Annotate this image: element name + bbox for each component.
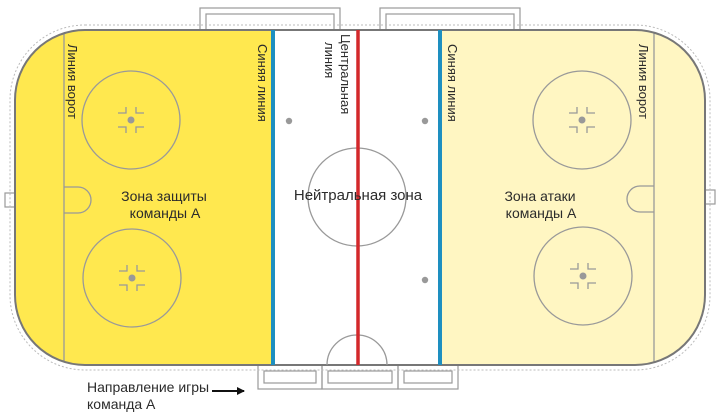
blue-line-left-label: Синяя линия — [255, 44, 270, 122]
faceoff-circle-right-top — [532, 70, 632, 170]
faceoff-circle-left-bottom — [82, 228, 182, 328]
center-line-label-1: Центральная — [338, 34, 353, 114]
faceoff-circle-left-top — [81, 70, 181, 170]
neutral-dot-right-bottom — [421, 276, 429, 284]
scorer-table — [321, 364, 399, 390]
neutral-zone-label: Нейтральная зона — [294, 187, 423, 204]
defense-zone — [15, 30, 273, 365]
center-line-label-2: линия — [322, 42, 337, 78]
penalty-box-right — [397, 364, 459, 390]
defense-zone-label-2: команды А — [130, 205, 201, 221]
faceoff-circle-right-bottom — [533, 226, 633, 326]
goal-crease-left — [64, 186, 92, 214]
attack-zone-label-2: команды А — [506, 205, 577, 221]
goal-crease-right — [626, 185, 654, 213]
goal-line-right-label: Линия ворот — [636, 44, 651, 119]
play-direction-label-1: Направление игры — [87, 379, 209, 395]
team-bench-left — [199, 7, 341, 31]
play-direction-label-2: команда А — [87, 396, 156, 412]
team-bench-right — [379, 7, 521, 31]
neutral-dot-left-top — [285, 117, 293, 125]
defense-zone-label-1: Зона защиты — [121, 188, 207, 204]
blue-line-right-label: Синяя линия — [445, 44, 460, 122]
penalty-box-left — [257, 364, 323, 390]
attack-zone-label-1: Зона атаки — [504, 188, 575, 204]
goal-line-left-label: Линия ворот — [65, 44, 80, 119]
rink-boards — [14, 29, 706, 366]
attack-zone — [440, 30, 705, 365]
neutral-dot-right-top — [421, 117, 429, 125]
